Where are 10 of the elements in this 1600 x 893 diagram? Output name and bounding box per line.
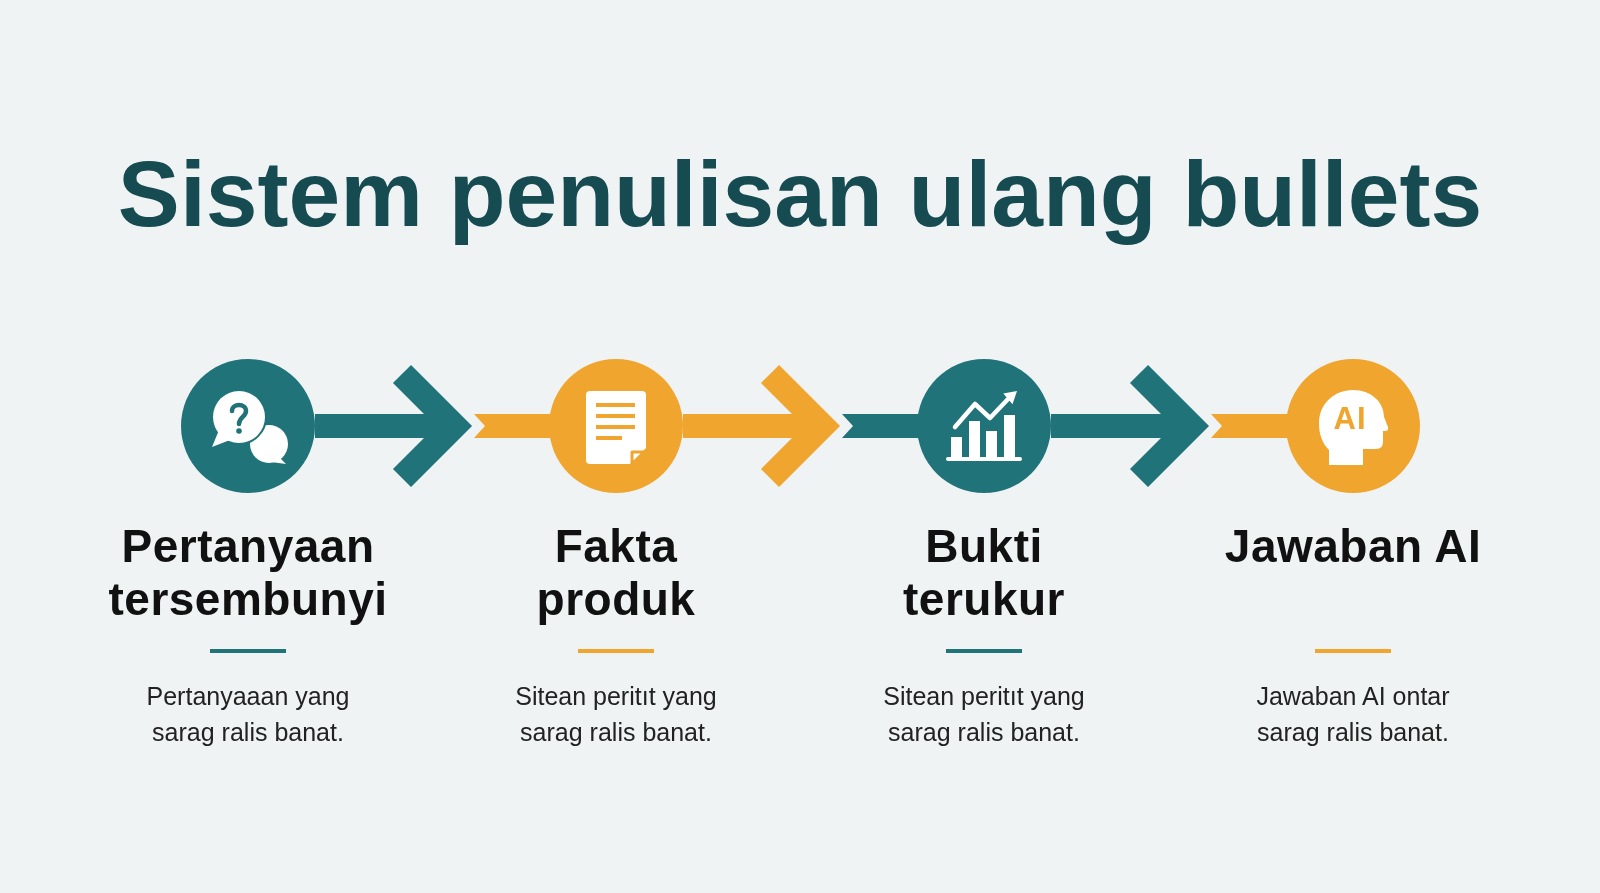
- step-heading: Bukti terukur: [902, 520, 1066, 626]
- step-description: Jawaban AI ontar sarag ralis banat.: [1255, 681, 1451, 748]
- icon-label: AI: [1333, 401, 1367, 437]
- step-heading: Jawaban AI: [1224, 520, 1482, 573]
- step-heading: Pertanyaan tersembunyi: [107, 520, 389, 626]
- step-description: Sitean peritıt yang sarag ralis banat.: [514, 681, 718, 748]
- title: Sistem penulisan ulang bullets: [117, 143, 1483, 245]
- step-description: Sitean peritıt yang sarag ralis banat.: [882, 681, 1086, 748]
- step-description: Pertanyaaan yang sarag ralis banat.: [145, 681, 351, 748]
- step-heading: Fakta produk: [535, 520, 697, 626]
